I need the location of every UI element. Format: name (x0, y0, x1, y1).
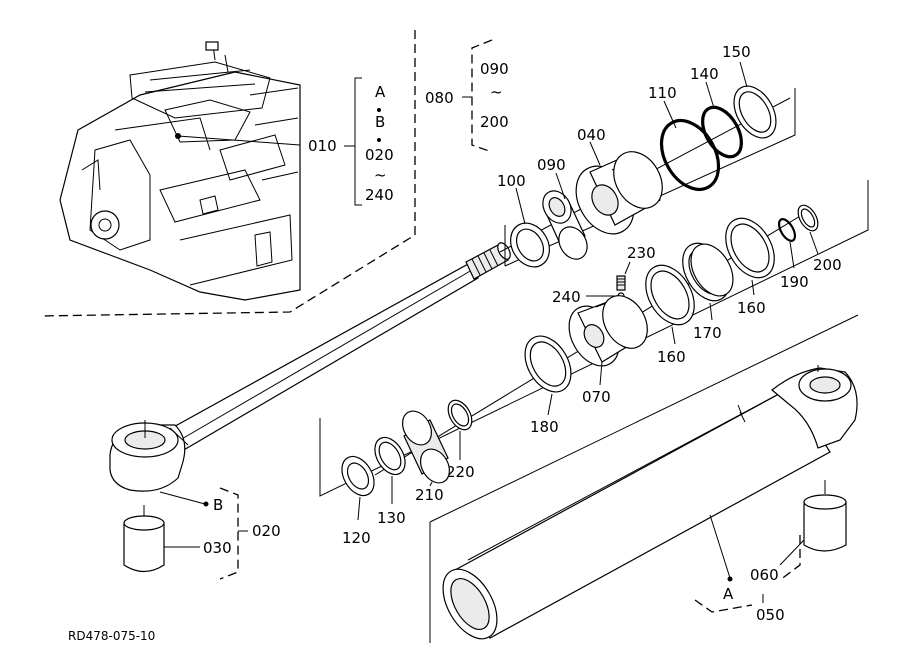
ring-130 (374, 436, 406, 476)
drawing-code: RD478-075-10 (68, 629, 155, 643)
label-040: 040 (577, 126, 606, 144)
leader-110 (663, 100, 677, 129)
leader-140 (705, 81, 715, 109)
ref-a-top: A (375, 83, 386, 101)
bracket-080 (471, 39, 493, 153)
leader-170 (709, 302, 713, 321)
leader-210 (429, 481, 433, 487)
leader-190 (789, 241, 795, 269)
backup-ring-140 (701, 105, 743, 159)
leader-180 (547, 393, 553, 416)
leader-b (159, 491, 206, 505)
leader-120 (357, 496, 361, 521)
wiper-120 (341, 455, 375, 497)
tilde-1: ~ (374, 166, 387, 184)
leader-230 (624, 261, 631, 275)
label-150: 150 (722, 43, 751, 61)
label-220: 220 (446, 463, 475, 481)
bushing-090 (542, 190, 588, 260)
dot-b (203, 501, 209, 507)
tractor-frame-illustration (39, 30, 416, 317)
leader-160b (751, 279, 755, 296)
ref-a: A (723, 585, 734, 603)
label-140: 140 (690, 65, 719, 83)
seal-180 (524, 335, 572, 393)
dot-a (727, 576, 733, 582)
leader-160a (671, 326, 676, 345)
label-020-range: 020 (365, 146, 394, 164)
label-080: 080 (425, 89, 454, 107)
wear-ring-170 (682, 242, 734, 302)
leader-a (709, 514, 731, 579)
leader-040 (589, 141, 601, 166)
o-ring-220 (447, 399, 473, 431)
leader-060 (779, 539, 805, 566)
bushing-210 (401, 410, 451, 484)
label-110: 110 (648, 84, 677, 102)
label-230: 230 (627, 244, 656, 262)
ref-b-top: B (375, 113, 385, 131)
piston-rod (109, 242, 511, 492)
dot-a-top (377, 108, 381, 112)
leader-010 (177, 135, 301, 146)
ring-150 (733, 85, 777, 139)
label-070: 070 (582, 388, 611, 406)
cylinder-tube-050 (442, 365, 858, 640)
wiper-ring-100 (510, 222, 550, 268)
label-010: 010 (308, 137, 337, 155)
piston-070 (568, 295, 648, 367)
leader-200 (809, 231, 819, 255)
label-100: 100 (497, 172, 526, 190)
label-130: 130 (377, 509, 406, 527)
bushing-060 (803, 480, 847, 552)
dot-b-top (377, 138, 381, 142)
label-160b: 160 (737, 299, 766, 317)
label-240-range: 240 (365, 186, 394, 204)
label-120: 120 (342, 529, 371, 547)
leader-090 (555, 172, 566, 200)
label-170: 170 (693, 324, 722, 342)
bracket-050 (694, 535, 801, 613)
label-090-range: 090 (480, 60, 509, 78)
seal-ring-160a (645, 264, 695, 326)
leader-150 (739, 61, 748, 88)
leader-100 (515, 187, 526, 225)
label-160a: 160 (657, 348, 686, 366)
label-210: 210 (415, 486, 444, 504)
leader-070 (599, 361, 603, 386)
tilde-2: ~ (490, 83, 503, 101)
label-020: 020 (252, 522, 281, 540)
label-060: 060 (750, 566, 779, 584)
label-090: 090 (537, 156, 566, 174)
bracket-020 (219, 487, 239, 580)
seal-ring-160b (725, 217, 775, 279)
o-ring-190 (777, 218, 797, 242)
label-180: 180 (530, 418, 559, 436)
label-240: 240 (552, 288, 581, 306)
ref-b: B (213, 496, 223, 514)
label-200: 200 (813, 256, 842, 274)
o-ring-110 (659, 119, 721, 191)
lower-panel-outline (429, 314, 859, 643)
label-050: 050 (756, 606, 785, 624)
bushing-030 (123, 505, 165, 573)
set-screw-230 (616, 275, 626, 291)
cylinder-head-040 (575, 151, 663, 235)
label-200-range: 200 (480, 113, 509, 131)
label-190: 190 (780, 273, 809, 291)
backup-ring-200 (797, 204, 819, 232)
label-030: 030 (203, 539, 232, 557)
bracket-010 (344, 77, 362, 206)
